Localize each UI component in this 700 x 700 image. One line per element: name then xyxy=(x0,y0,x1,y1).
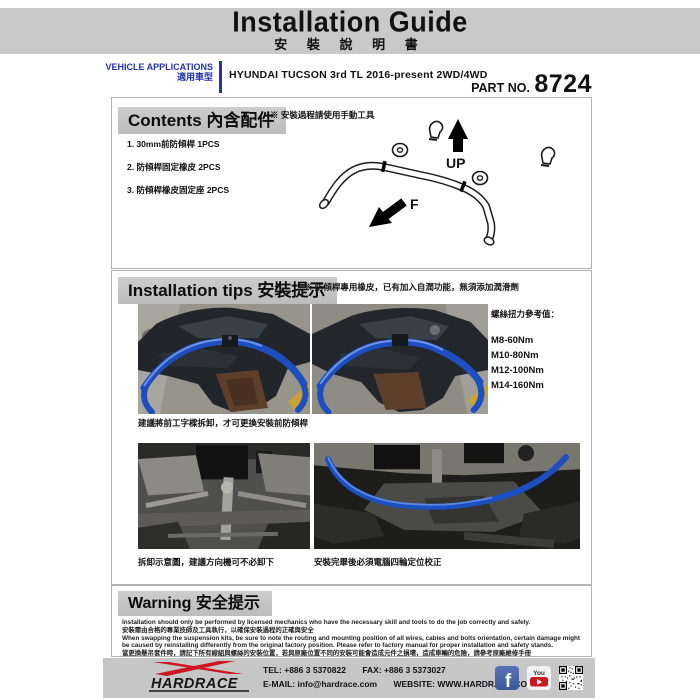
torque-m8: M8-60Nm xyxy=(491,335,534,346)
up-arrow-icon xyxy=(448,119,468,152)
swaybar-drawing xyxy=(318,160,496,246)
part-number: PART NO. 8724 xyxy=(440,70,592,99)
contents-note: ※ 安裝過程請使用手動工具 xyxy=(270,110,375,120)
photo-undercarriage-removal xyxy=(138,443,310,549)
email[interactable]: E-MAIL: info@hardrace.com xyxy=(263,678,378,689)
bracket-icon xyxy=(540,146,556,167)
part-number-value: 8724 xyxy=(534,70,592,98)
title-banner: Installation Guide 安 裝 說 明 書 xyxy=(0,6,700,54)
vehicle-applications-zh: 適用車型 xyxy=(176,71,213,82)
contents-item-2: 2. 防傾桿固定橡皮 2PCS xyxy=(127,162,221,172)
installation-tips-heading: Installation tips 安裝提示 xyxy=(118,277,338,304)
qr-code xyxy=(559,666,583,690)
warning-text: Installation should only be performed by… xyxy=(122,619,582,658)
page-title: Installation Guide xyxy=(232,6,468,38)
torque-heading: 螺絲扭力參考值： xyxy=(491,309,560,319)
svg-text:f: f xyxy=(505,671,512,690)
swaybar-diagram: UP F xyxy=(318,119,556,246)
warning-line-2: 安裝需由合格的專業技師及工具執行，以確保安裝過程的正確與安全 xyxy=(122,626,314,634)
photo-installed-swaybar xyxy=(314,443,580,549)
contents-item-1: 1. 30mm前防傾桿 1PCS xyxy=(127,139,220,149)
vehicle-applications-label: VEHICLE APPLICATIONS 適用車型 xyxy=(105,62,213,82)
installation-tips-note: ※ 防傾桿專用橡皮，已有加入自潤功能，無須添加潤滑劑 xyxy=(304,282,519,292)
warning-heading: Warning 安全提示 xyxy=(118,591,272,616)
part-number-label: PART NO. xyxy=(471,81,530,95)
fax: FAX: +886 3 5373027 xyxy=(362,665,446,675)
caption-row2-right: 安裝完畢後必須電腦四輪定位校正 xyxy=(314,557,442,567)
website[interactable]: WEBSITE: WWW.HARDRACE.COM xyxy=(393,678,535,689)
up-label: UP xyxy=(446,155,465,171)
footer: HARDRACE TEL: +886 3 5370822 FAX: +886 3… xyxy=(103,658,595,698)
torque-m10: M10-80Nm xyxy=(491,350,539,361)
vehicle-applications-en: VEHICLE APPLICATIONS xyxy=(105,62,213,72)
tel: TEL: +886 3 5370822 xyxy=(263,665,346,675)
torque-m12: M12-100Nm xyxy=(491,365,544,376)
facebook-icon[interactable]: f xyxy=(495,666,519,690)
page-title-zh: 安 裝 說 明 書 xyxy=(274,37,426,52)
contact-info: TEL: +886 3 5370822 FAX: +886 3 5373027 … xyxy=(263,664,534,691)
bracket-icon xyxy=(428,120,444,141)
blue-divider xyxy=(219,61,222,93)
installation-tips-section: Installation tips 安裝提示 ※ 防傾桿專用橡皮，已有加入自潤功… xyxy=(111,270,592,585)
contents-section: Contents 內含配件 ※ 安裝過程請使用手動工具 1. 30mm前防傾桿 … xyxy=(111,97,592,269)
hardrace-logo: HARDRACE xyxy=(149,661,249,692)
vehicle-model: HYUNDAI TUCSON 3rd TL 2016-present 2WD/4… xyxy=(229,69,488,81)
caption-row1: 建議將前工字樑拆卸，才可更換安裝前防傾桿 xyxy=(138,418,309,428)
bushing-icon xyxy=(471,170,489,186)
logo-red-swoosh xyxy=(155,661,235,676)
warning-line-1: Installation should only be performed by… xyxy=(122,619,531,626)
contents-heading: Contents 內含配件 xyxy=(118,107,287,134)
front-arrow-icon xyxy=(369,198,407,227)
photo-front-swaybar-left xyxy=(138,304,310,414)
warning-line-4: 當更換懸吊套件時，請記下所有線組與螺絲的安裝位置，若與原廠位置不同的安裝可能會造… xyxy=(122,650,531,658)
bushing-icon xyxy=(391,142,409,158)
contents-item-3: 3. 防傾桿橡皮固定座 2PCS xyxy=(127,185,230,195)
caption-row2-left: 拆卸示意圖，建議方向機可不必卸下 xyxy=(138,557,275,567)
torque-m14: M14-160Nm xyxy=(491,380,544,391)
youtube-icon[interactable]: You xyxy=(527,666,551,690)
photo-front-swaybar-right xyxy=(312,304,488,414)
svg-text:You: You xyxy=(533,670,545,677)
brand-name: HARDRACE xyxy=(151,676,239,692)
warning-line-3: When swapping the suspension kits, be su… xyxy=(122,634,581,650)
warning-section: Warning 安全提示 Installation should only be… xyxy=(111,585,592,657)
front-label: F xyxy=(410,196,419,212)
